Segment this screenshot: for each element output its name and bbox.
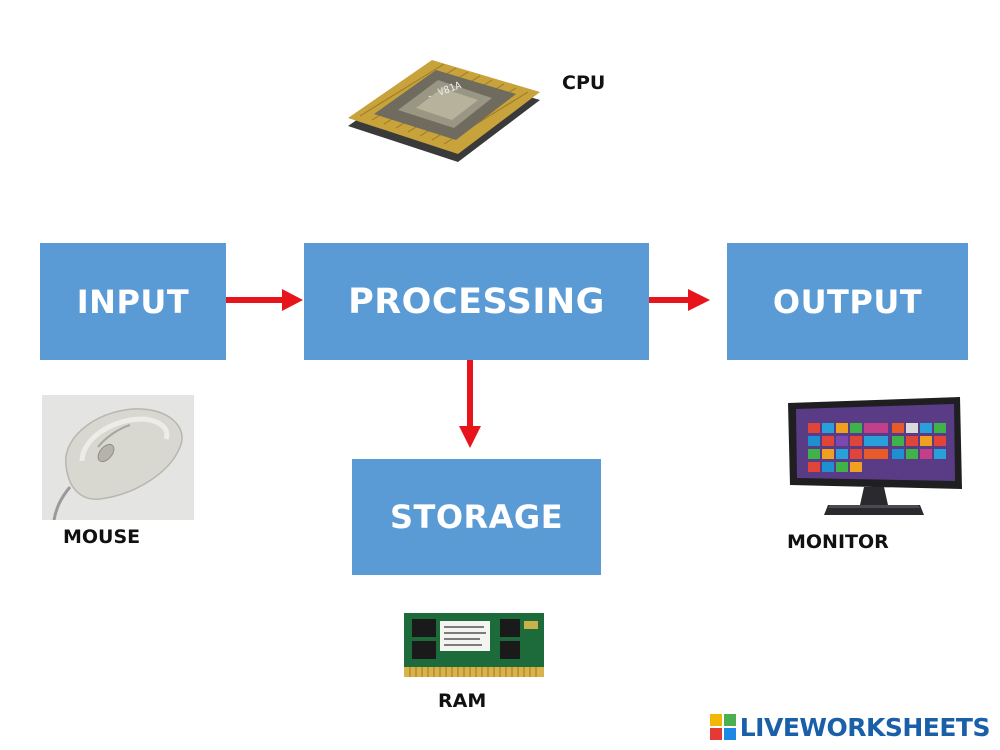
input-box-label: INPUT — [76, 282, 190, 321]
computer-mouse-icon — [42, 395, 194, 520]
watermark-text: LIVEWORKSHEETS — [739, 712, 991, 742]
output-box: OUTPUT — [727, 243, 968, 360]
liveworksheets-watermark: LIVEWORKSHEETS — [709, 711, 991, 743]
output-box-label: OUTPUT — [772, 282, 923, 321]
processing-box-label: PROCESSING — [348, 281, 605, 322]
storage-box: STORAGE — [352, 459, 601, 575]
monitor-icon — [788, 397, 962, 515]
processing-box: PROCESSING — [304, 243, 649, 360]
liveworksheets-logo-icon — [709, 714, 736, 740]
input-box: INPUT — [40, 243, 226, 360]
monitor-label: MONITOR — [787, 531, 889, 553]
ram-module-icon — [404, 613, 544, 677]
ram-label: RAM — [438, 690, 487, 712]
arrow-input-to-processing — [226, 289, 303, 311]
cpu-chip-icon: - V81A — [348, 60, 540, 162]
cpu-label: CPU — [562, 72, 606, 94]
storage-box-label: STORAGE — [389, 498, 564, 536]
mouse-label: MOUSE — [63, 526, 141, 548]
